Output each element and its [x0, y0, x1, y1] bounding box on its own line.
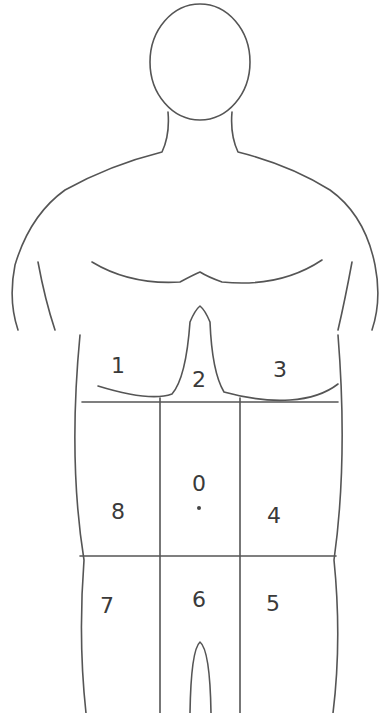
left-shoulder [12, 112, 168, 330]
left-torso-side [75, 335, 86, 713]
grid-line [80, 555, 336, 557]
callout-number: 2 [192, 367, 206, 393]
callout-number: 8 [111, 499, 125, 525]
head-outline [150, 4, 250, 120]
callout-number: 4 [267, 503, 281, 529]
callout-number: 6 [192, 587, 206, 613]
grid-line [82, 401, 338, 403]
right-torso-side [333, 335, 342, 713]
genital-outline [190, 642, 211, 713]
left-arm-inner [38, 262, 55, 330]
callout-number: 0 [192, 471, 206, 497]
callout-number: 3 [273, 357, 287, 383]
callout-number: 1 [111, 353, 125, 379]
right-shoulder [232, 112, 378, 330]
ribcage-margin [98, 306, 338, 400]
callout-number: 5 [266, 591, 280, 617]
right-arm-inner [338, 262, 352, 330]
chest-line [92, 260, 322, 283]
callout-number: 7 [100, 593, 114, 619]
navel-dot [197, 506, 201, 510]
